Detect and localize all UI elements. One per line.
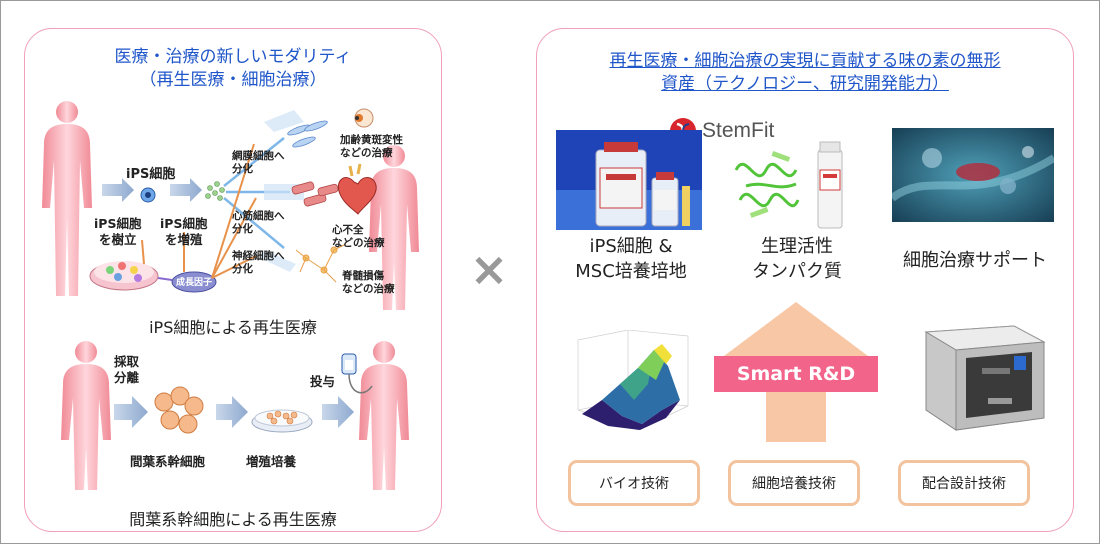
iv-bag-icon [341, 353, 373, 394]
retina-cells-icon [287, 120, 328, 148]
left-title-line2: （再生医療・細胞治療） [139, 70, 327, 90]
product-caption-media: iPS細胞 &MSC培養培地 [575, 236, 687, 282]
human-figure-patient [359, 341, 409, 490]
left-title: 医療・治療の新しいモダリティ （再生医療・細胞治療） [34, 46, 432, 92]
neuron-cells-icon [295, 243, 347, 283]
right-panel [536, 28, 1074, 532]
surface-plot-icon [577, 330, 689, 431]
spinal-label: 脊髄損傷などの治療 [342, 270, 395, 295]
heart-icon [338, 163, 377, 215]
petri-dish-icon [89, 261, 159, 291]
3d-printer-icon [924, 325, 1046, 431]
tech-box-formulation: 配合設計技術 [898, 460, 1030, 506]
growth-factor-label: 成長因子 [176, 278, 213, 288]
collect-label: 採取分離 [114, 354, 140, 385]
stemfit-text: StemFit [702, 119, 775, 142]
media-bottles-image [556, 130, 702, 230]
arrow-icon [170, 178, 202, 202]
msc-caption: 間葉系幹細胞による再生医療 [129, 510, 337, 529]
right-title-line2: 資産（テクノロジー、研究開発能力） [661, 74, 949, 94]
smart-rd-label: Smart R&D [714, 356, 878, 392]
culture-dish-icon [251, 409, 313, 433]
right-title: 再生医療・細胞治療の実現に貢献する味の素の無形 資産（テクノロジー、研究開発能力… [546, 50, 1064, 96]
ips-caption: iPS細胞による再生医療 [149, 318, 317, 337]
human-figure-donor [61, 341, 111, 490]
msc-label: 間葉系幹細胞 [130, 454, 206, 469]
amd-label: 加齢黄斑変性などの治療 [340, 134, 403, 159]
heart-failure-label: 心不全などの治療 [332, 224, 385, 249]
administer-label: 投与 [310, 374, 336, 389]
culture-label: 増殖培養 [246, 454, 297, 469]
human-figure-left [42, 101, 92, 296]
neuron-label: 神経細胞へ分化 [232, 250, 285, 275]
arrow-icon [114, 396, 148, 428]
protein-image [734, 141, 843, 229]
cardiac-cells-icon [291, 181, 339, 207]
retina-label: 網膜細胞へ分化 [232, 150, 285, 175]
right-title-line1: 再生医療・細胞治療の実現に貢献する味の素の無形 [609, 51, 1001, 71]
arrow-icon [216, 396, 248, 428]
times-icon: × [469, 242, 509, 296]
human-figure-right [369, 145, 419, 310]
arrow-icon [322, 396, 354, 428]
product-caption-cell-therapy: 細胞治療サポート [903, 250, 1047, 271]
tech-box-cell-culture: 細胞培養技術 [728, 460, 860, 506]
ips-cell-label: iPS細胞 [126, 167, 176, 182]
establish-label: iPS細胞を樹立 [94, 216, 142, 247]
eye-icon [354, 108, 374, 128]
ips-diagram [42, 101, 419, 310]
cell-therapy-image [892, 128, 1054, 222]
product-caption-protein: 生理活性タンパク質 [752, 236, 842, 282]
growth-factor-icon [171, 271, 217, 293]
cardiac-label: 心筋細胞へ分化 [232, 210, 285, 235]
arrow-icon [102, 178, 134, 202]
msc-cells-icon [154, 386, 204, 434]
proliferate-label: iPS細胞を増殖 [160, 216, 208, 247]
cell-cluster-icon [205, 181, 225, 201]
msc-diagram [61, 341, 409, 490]
left-title-line1: 医療・治療の新しいモダリティ [114, 47, 352, 67]
tech-box-bio: バイオ技術 [568, 460, 700, 506]
